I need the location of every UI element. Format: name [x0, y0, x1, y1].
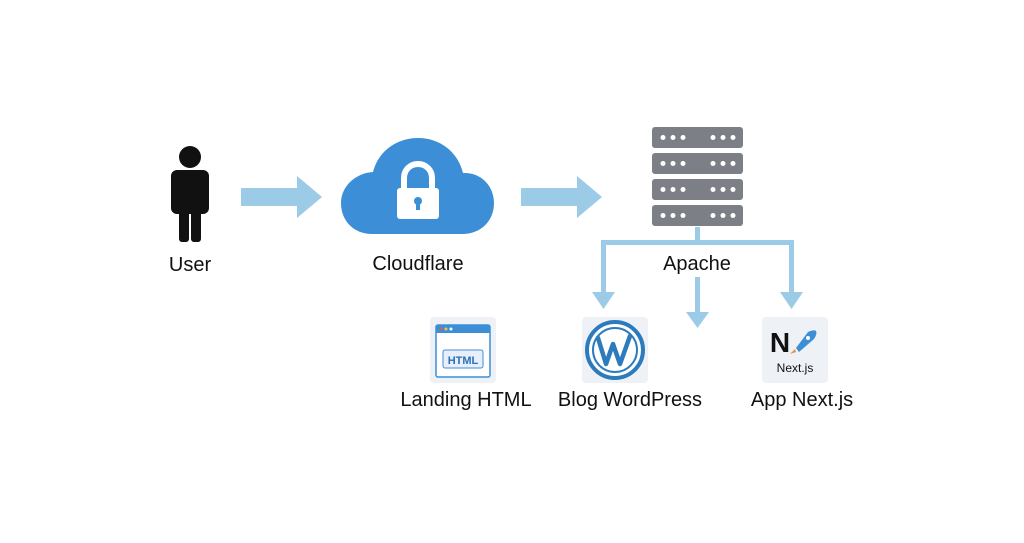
- user-label: User: [168, 254, 212, 276]
- html-page-icon: HTML: [430, 317, 496, 383]
- nextjs-icon-text: Next.js: [777, 361, 814, 375]
- app-label: App Next.js: [750, 389, 854, 411]
- cloudflare-label: Cloudflare: [372, 253, 464, 275]
- arrow-user-to-cloudflare: [241, 176, 322, 218]
- server-stack-icon: [652, 127, 743, 226]
- blog-label: Blog WordPress: [557, 389, 703, 411]
- rocket-icon: [790, 330, 817, 354]
- nextjs-icon: N Next.js: [762, 317, 828, 383]
- landing-label: Landing HTML: [400, 389, 532, 411]
- person-icon: [171, 146, 209, 242]
- html-icon-text: HTML: [448, 355, 479, 367]
- arrow-to-middle: [686, 312, 709, 328]
- arrow-cloudflare-to-apache: [521, 176, 602, 218]
- arrow-to-blog: [592, 292, 615, 309]
- nextjs-letter: N: [770, 327, 790, 358]
- arrow-to-app: [780, 292, 803, 309]
- apache-branch-connectors: [601, 227, 794, 313]
- apache-label: Apache: [663, 253, 731, 275]
- wordpress-icon: [582, 317, 648, 383]
- cloud-lock-icon: [341, 138, 494, 234]
